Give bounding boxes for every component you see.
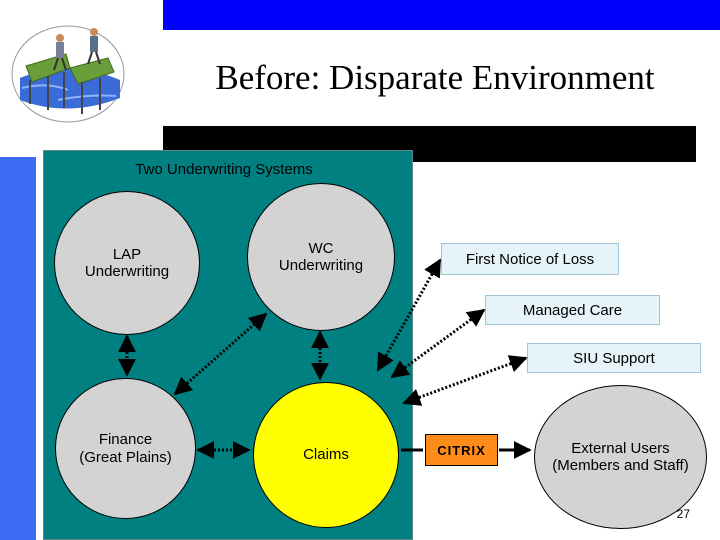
siu-connector xyxy=(402,355,528,406)
first-notice-of-loss-label: First Notice of Loss xyxy=(465,250,595,268)
top-accent-bar xyxy=(163,0,720,30)
wc-underwriting-label: WC Underwriting xyxy=(278,239,364,274)
managed-care-box: Managed Care xyxy=(485,295,660,325)
citrix-label: CITRIX xyxy=(437,442,486,458)
managed-care-connector xyxy=(390,308,486,379)
finance-label: Finance (Great Plains) xyxy=(79,431,172,466)
page-number: 27 xyxy=(676,507,690,521)
lap-underwriting-node: LAP Underwriting xyxy=(54,191,200,335)
finance-node: Finance (Great Plains) xyxy=(55,378,196,519)
panel-title: Two Underwriting Systems xyxy=(135,161,313,178)
claims-node: Claims xyxy=(253,382,399,528)
lap-underwriting-label: LAP Underwriting xyxy=(84,245,170,280)
citrix-box: CITRIX xyxy=(425,434,498,466)
people-on-bridges-icon xyxy=(8,18,128,128)
claims-label: Claims xyxy=(303,446,349,464)
left-accent-stripe xyxy=(0,157,36,540)
wc-finance-connector xyxy=(173,312,268,396)
first-notice-of-loss-box: First Notice of Loss xyxy=(441,243,619,275)
external-users-label: External Users (Members and Staff) xyxy=(552,439,689,474)
first-notice-connector xyxy=(376,258,442,372)
slide-title: Before: Disparate Environment xyxy=(215,58,655,97)
siu-support-box: SIU Support xyxy=(527,343,701,373)
external-users-node: External Users (Members and Staff) xyxy=(534,385,707,529)
siu-support-label: SIU Support xyxy=(573,349,655,367)
managed-care-label: Managed Care xyxy=(522,301,623,319)
wc-underwriting-node: WC Underwriting xyxy=(247,183,395,331)
